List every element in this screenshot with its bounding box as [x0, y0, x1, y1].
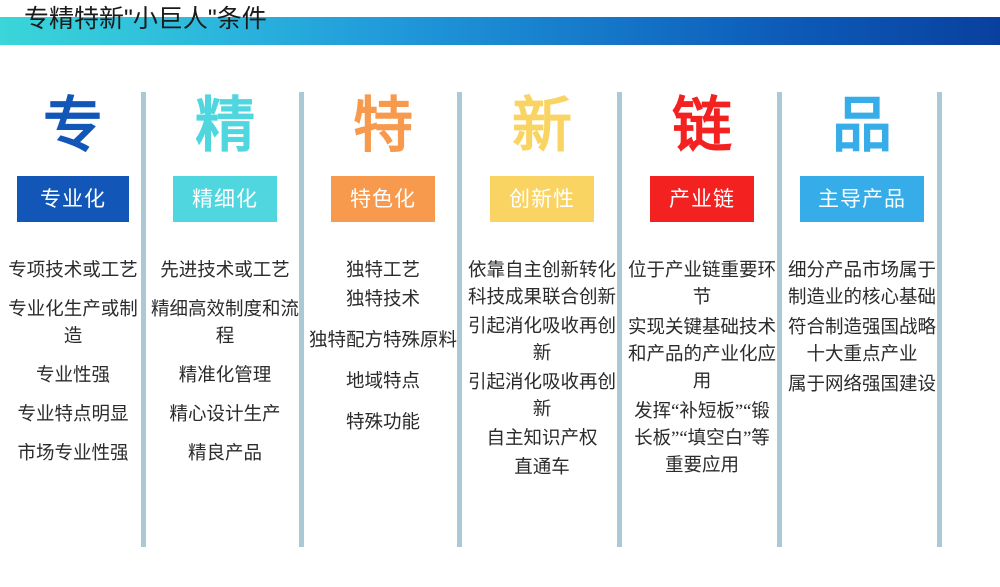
item-list-xin: 依靠自主创新转化科技成果联合创新 引起消化吸收再创新 引起消化吸收再创新 自主知… — [462, 258, 622, 484]
big-character-zhuan: 专 — [43, 91, 103, 161]
header-gradient-bar — [0, 17, 1000, 45]
list-item: 细分产品市场属于制造业的核心基础 — [787, 261, 936, 308]
item-list-pin: 细分产品市场属于制造业的核心基础 符合制造强国战略十大重点产业 属于网络强国建设 — [782, 258, 942, 402]
list-item: 精良产品 — [187, 444, 262, 464]
list-item: 精心设计生产 — [169, 405, 281, 425]
column-divider — [937, 92, 942, 547]
list-item: 精准化管理 — [178, 366, 272, 386]
list-item: 市场专业性强 — [17, 444, 129, 464]
item-list-zhuan: 专项技术或工艺 专业化生产或制造 专业性强 专业特点明显 市场专业性强 — [0, 258, 146, 480]
big-character-jing: 精 — [195, 91, 255, 161]
list-item: 精细高效制度和流程 — [150, 300, 299, 347]
big-character-pin: 品 — [832, 91, 892, 161]
big-character-te: 特 — [353, 91, 413, 161]
column-divider — [457, 92, 462, 547]
column-lian: 链 产业链 位于产业链重要环节 实现关键基础技术和产品的产业化应用 发挥“补短板… — [622, 85, 782, 555]
list-item: 专项技术或工艺 — [8, 261, 138, 281]
list-item: 自主知识产权 — [486, 429, 598, 449]
list-item: 实现关键基础技术和产品的产业化应用 — [627, 318, 776, 392]
list-item: 专业化生产或制造 — [8, 300, 138, 347]
list-item: 引起消化吸收再创新 — [467, 317, 616, 364]
badge-te[interactable]: 特色化 — [331, 176, 435, 222]
column-divider — [617, 92, 622, 547]
list-item: 符合制造强国战略十大重点产业 — [787, 318, 936, 365]
list-item: 独特技术 — [345, 290, 420, 310]
badge-zhuan[interactable]: 专业化 — [17, 176, 129, 222]
item-list-jing: 先进技术或工艺 精细高效制度和流程 精准化管理 精心设计生产 精良产品 — [146, 258, 304, 480]
item-list-te: 独特工艺 独特技术 独特配方特殊原料 地域特点 特殊功能 — [304, 258, 462, 451]
column-te: 特 特色化 独特工艺 独特技术 独特配方特殊原料 地域特点 特殊功能 — [304, 85, 462, 555]
list-item: 特殊功能 — [345, 413, 420, 433]
item-list-lian: 位于产业链重要环节 实现关键基础技术和产品的产业化应用 发挥“补短板”“锻长板”… — [622, 258, 782, 483]
condition-columns: 专 专业化 专项技术或工艺 专业化生产或制造 专业性强 专业特点明显 市场专业性… — [0, 85, 1000, 555]
list-item: 先进技术或工艺 — [160, 261, 290, 281]
badge-xin[interactable]: 创新性 — [490, 176, 594, 222]
list-item: 独特工艺 — [345, 261, 420, 281]
big-character-xin: 新 — [512, 91, 572, 161]
column-zhuan: 专 专业化 专项技术或工艺 专业化生产或制造 专业性强 专业特点明显 市场专业性… — [0, 85, 146, 555]
big-character-lian: 链 — [672, 91, 732, 161]
column-pin: 品 主导产品 细分产品市场属于制造业的核心基础 符合制造强国战略十大重点产业 属… — [782, 85, 942, 555]
list-item: 专业特点明显 — [17, 405, 129, 425]
list-item: 引起消化吸收再创新 — [467, 373, 616, 420]
list-item: 发挥“补短板”“锻长板”“填空白”等重要应用 — [634, 402, 770, 476]
list-item: 地域特点 — [345, 372, 420, 392]
list-item: 独特配方特殊原料 — [308, 331, 457, 351]
column-jing: 精 精细化 先进技术或工艺 精细高效制度和流程 精准化管理 精心设计生产 精良产… — [146, 85, 304, 555]
badge-pin[interactable]: 主导产品 — [800, 176, 924, 222]
badge-jing[interactable]: 精细化 — [173, 176, 277, 222]
column-divider — [141, 92, 146, 547]
list-item: 依靠自主创新转化科技成果联合创新 — [467, 261, 616, 308]
badge-lian[interactable]: 产业链 — [650, 176, 754, 222]
list-item: 属于网络强国建设 — [787, 375, 936, 395]
list-item: 位于产业链重要环节 — [627, 261, 776, 308]
column-divider — [777, 92, 782, 547]
column-divider — [299, 92, 304, 547]
page-title: 专精特新"小巨人"条件 — [24, 5, 267, 33]
column-xin: 新 创新性 依靠自主创新转化科技成果联合创新 引起消化吸收再创新 引起消化吸收再… — [462, 85, 622, 555]
list-item: 直通车 — [514, 458, 570, 478]
list-item: 专业性强 — [35, 366, 110, 386]
